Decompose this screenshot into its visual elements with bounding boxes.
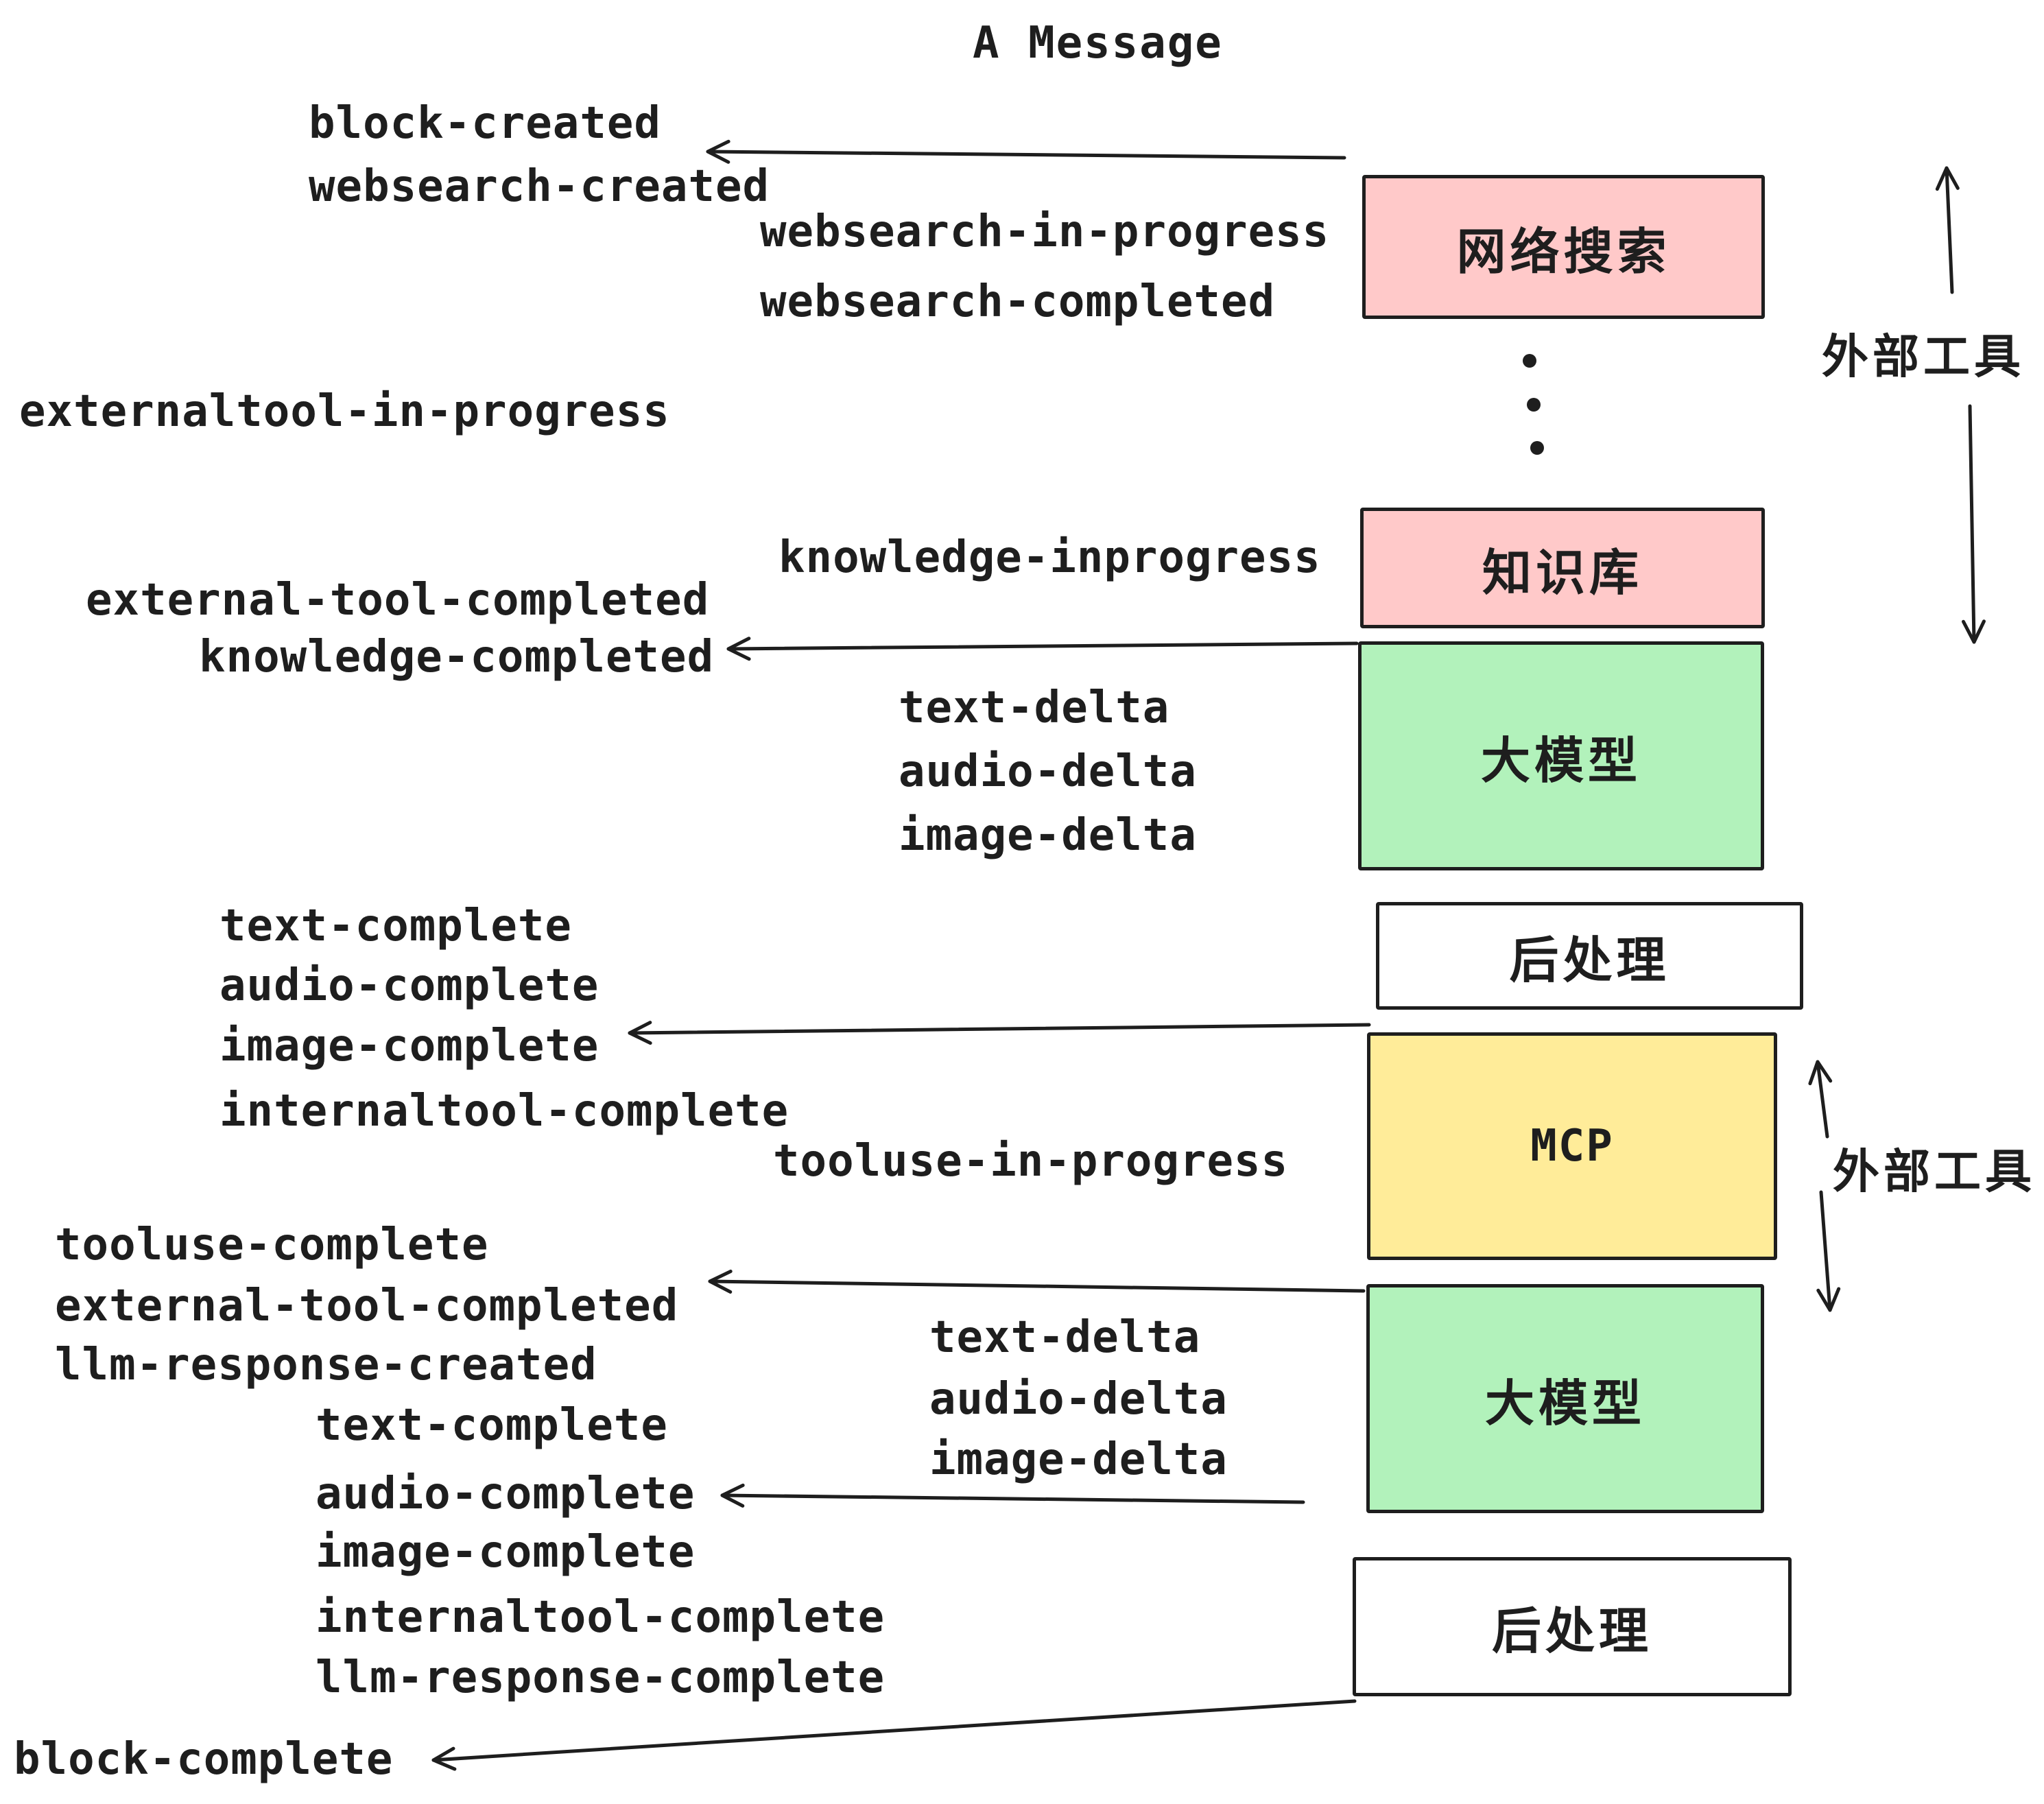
arrow-block-complete xyxy=(431,1699,1357,1771)
box-mcp-label: MCP xyxy=(1530,1121,1614,1172)
arrow-tooluse-complete xyxy=(708,1269,1366,1294)
event-label-text-complete-2: text-complete xyxy=(316,1400,668,1451)
event-label-llm-response-complete: llm-response-complete xyxy=(316,1652,886,1703)
box-web-search: 网络搜索 xyxy=(1362,175,1765,319)
box-web-search-label: 网络搜索 xyxy=(1456,222,1671,281)
box-knowledge-base: 知识库 xyxy=(1360,508,1765,628)
external-tools-up-arrow-1 xyxy=(1935,166,1960,294)
arrow-knowledge-completed xyxy=(726,637,1359,661)
event-label-audio-delta-2: audio-delta xyxy=(929,1374,1228,1425)
box-mcp: MCP xyxy=(1367,1032,1777,1260)
event-label-audio-complete-1: audio-complete xyxy=(219,960,599,1011)
box-llm-2: 大模型 xyxy=(1366,1284,1764,1513)
event-label-internaltool-complete-1: internaltool-complete xyxy=(219,1086,789,1137)
event-label-audio-delta-1: audio-delta xyxy=(899,746,1197,797)
event-label-internaltool-complete-2: internaltool-complete xyxy=(316,1592,886,1643)
external-tools-down-arrow-2 xyxy=(1816,1190,1841,1312)
diagram-title: A Message xyxy=(973,18,1223,69)
event-label-block-complete: block-complete xyxy=(14,1734,394,1785)
box-llm-2-label: 大模型 xyxy=(1484,1374,1645,1432)
box-post-processing-2: 后处理 xyxy=(1353,1557,1792,1696)
vertical-ellipsis-dots xyxy=(1523,354,1544,455)
event-label-external-tool-completed-1: external-tool-completed xyxy=(86,575,710,626)
event-label-block-created: block-created xyxy=(309,98,661,149)
box-llm-1-label: 大模型 xyxy=(1480,731,1641,790)
event-label-knowledge-completed: knowledge-completed xyxy=(199,632,715,683)
event-label-audio-complete-2: audio-complete xyxy=(316,1469,696,1519)
event-label-llm-response-created: llm-response-created xyxy=(55,1340,597,1390)
event-label-websearch-created: websearch-created xyxy=(309,161,770,212)
arrow-block-websearch-created xyxy=(706,139,1346,164)
event-label-text-delta-1: text-delta xyxy=(899,683,1170,733)
event-label-tooluse-in-progress: tooluse-in-progress xyxy=(773,1136,1289,1187)
external-tools-label-1: 外部工具 xyxy=(1822,330,2025,385)
event-label-knowledge-inprogress: knowledge-inprogress xyxy=(779,532,1321,583)
event-label-text-complete-1: text-complete xyxy=(219,901,572,951)
event-label-websearch-completed: websearch-completed xyxy=(760,276,1276,327)
event-label-image-complete-1: image-complete xyxy=(219,1021,599,1071)
event-label-text-delta-2: text-delta xyxy=(929,1312,1201,1363)
event-label-externaltool-in-progress: externaltool-in-progress xyxy=(19,386,670,437)
external-tools-label-2: 外部工具 xyxy=(1833,1145,2036,1200)
box-knowledge-base-label: 知识库 xyxy=(1482,543,1643,602)
box-post-processing-2-label: 后处理 xyxy=(1491,1602,1652,1660)
arrow-internal-complete xyxy=(628,1021,1371,1045)
event-label-tooluse-complete: tooluse-complete xyxy=(55,1220,489,1270)
external-tools-down-arrow-1 xyxy=(1961,404,1986,644)
event-label-websearch-in-progress: websearch-in-progress xyxy=(760,206,1330,257)
event-label-external-tool-completed-2: external-tool-completed xyxy=(55,1281,679,1331)
external-tools-up-arrow-2 xyxy=(1808,1060,1833,1139)
event-label-image-delta-2: image-delta xyxy=(929,1434,1228,1485)
box-post-processing-1: 后处理 xyxy=(1376,902,1803,1010)
event-label-image-complete-2: image-complete xyxy=(316,1527,696,1578)
arrow-llm2-complete xyxy=(720,1483,1305,1508)
box-post-processing-1-label: 后处理 xyxy=(1509,931,1670,989)
box-llm-1: 大模型 xyxy=(1358,641,1764,870)
event-label-image-delta-1: image-delta xyxy=(899,810,1197,861)
